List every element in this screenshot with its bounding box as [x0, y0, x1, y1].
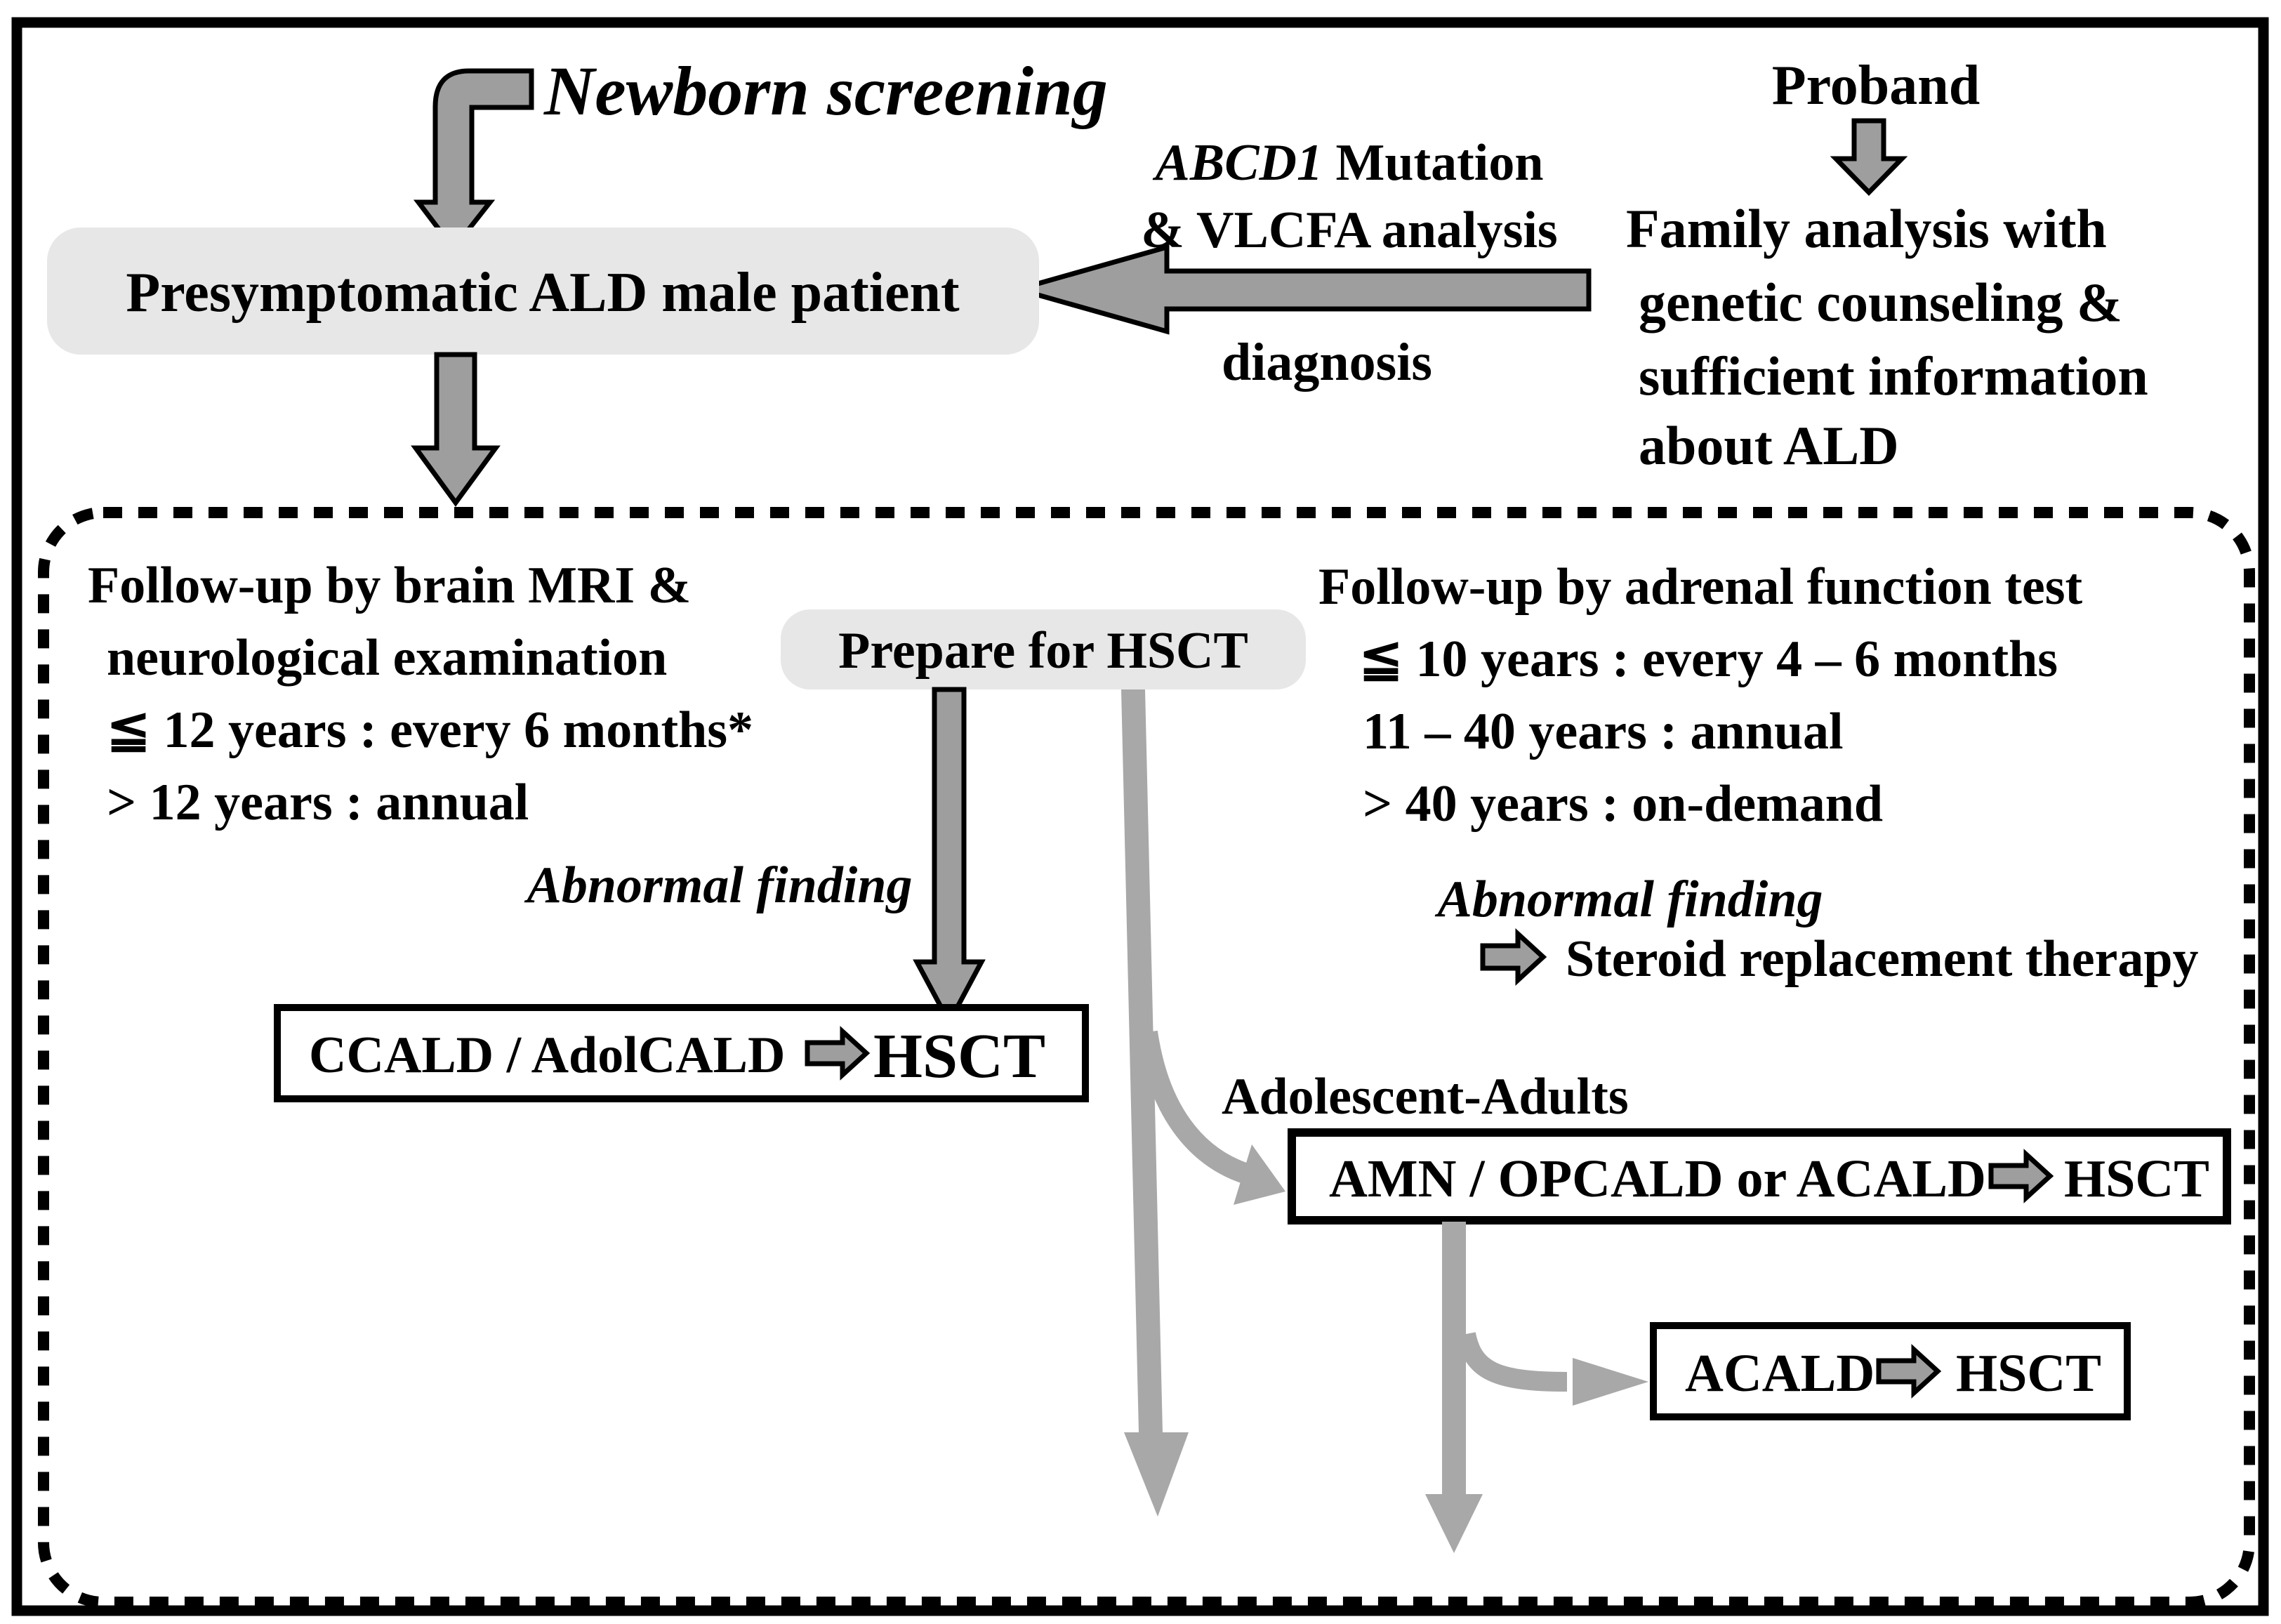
family-analysis-line: Family analysis with: [1626, 198, 2107, 259]
adolescent-adults-label: Adolescent-Adults: [1222, 1068, 1629, 1125]
ccald-result-arrow-icon: [805, 1026, 871, 1081]
abcd1-gene-name: ABCD1: [1152, 134, 1323, 192]
proband-label: Proband: [1772, 55, 1980, 117]
family-analysis-line: genetic counseling &: [1639, 272, 2122, 333]
mri-followup-line: ≦ 12 years : every 6 months*: [107, 701, 753, 759]
mri-followup-line: > 12 years : annual: [107, 774, 529, 831]
amn-result-label: HSCT: [2064, 1149, 2209, 1208]
newborn-to-presymptomatic-arrow-icon: [413, 68, 534, 253]
adrenal-followup-line: 11 – 40 years : annual: [1363, 703, 1844, 760]
ccald-label: CCALD / AdolCALD: [309, 1026, 785, 1084]
mri-followup-line: neurological examination: [107, 629, 667, 687]
steroid-arrow-icon: [1480, 928, 1547, 986]
outer-border: [11, 17, 2269, 1616]
presymptomatic-to-followup-arrow-icon: [411, 352, 501, 507]
branch-to-acald-curve: [1456, 1331, 1568, 1392]
branch-to-amn-curve: [1137, 1030, 1250, 1184]
adrenal-followup-block: Follow-up by adrenal function test ≦ 10 …: [1318, 558, 2083, 833]
prepare-hsct-box: [781, 609, 1306, 689]
ccald-box: [274, 1004, 1089, 1102]
followup-dashed-box: [38, 507, 2255, 1608]
diagnosis-label: diagnosis: [1222, 333, 1432, 392]
adrenal-followup-line: Follow-up by adrenal function test: [1318, 558, 2083, 616]
family-analysis-line: sufficient information: [1639, 345, 2148, 407]
abnormal-finding-right-label: Abnormal finding: [1434, 871, 1823, 928]
presymptomatic-box: [47, 227, 1039, 355]
ccald-result-label: HSCT: [873, 1022, 1045, 1091]
proband-to-family-arrow-icon: [1830, 118, 1908, 197]
amn-result-arrow-icon: [1988, 1149, 2054, 1203]
steroid-therapy-label: Steroid replacement therapy: [1566, 930, 2199, 988]
family-analysis-line: about ALD: [1639, 415, 1899, 476]
prepare-to-bottom-long-arrow-icon: [1121, 689, 1189, 1517]
acald-box: [1650, 1322, 2131, 1420]
amn-down-arrow-icon: [1425, 1222, 1483, 1553]
amn-box: [1288, 1128, 2231, 1224]
prepare-hsct-label: Prepare for HSCT: [838, 622, 1248, 680]
family-analysis-block: Family analysis with genetic counseling …: [1626, 198, 2148, 476]
branch-to-acald-arrowhead-icon: [1573, 1358, 1648, 1406]
branch-to-amn-arrowhead-icon: [1234, 1144, 1285, 1205]
prepare-to-ccald-arrow-icon: [913, 687, 986, 1028]
mri-followup-block: Follow-up by brain MRI & neurological ex…: [88, 557, 753, 831]
vlcfa-analysis-label: & VLCFA analysis: [1141, 202, 1557, 259]
acald-result-label: HSCT: [1956, 1344, 2101, 1403]
diagnosis-arrow-icon: [1009, 244, 1592, 335]
adrenal-followup-line: ≦ 10 years : every 4 – 6 months: [1359, 631, 2058, 688]
abnormal-finding-left-label: Abnormal finding: [524, 857, 912, 914]
mutation-text: Mutation: [1323, 134, 1544, 192]
amn-label: AMN / OPCALD or ACALD: [1329, 1149, 1986, 1208]
adrenal-followup-line: > 40 years : on-demand: [1363, 775, 1883, 833]
acald-label: ACALD: [1685, 1344, 1875, 1403]
newborn-screening-title: Newborn screening: [543, 52, 1108, 130]
presymptomatic-label: Presymptomatic ALD male patient: [126, 262, 960, 324]
mri-followup-line: Follow-up by brain MRI &: [88, 557, 691, 614]
abcd1-mutation-label: ABCD1 Mutation: [1152, 134, 1543, 192]
acald-result-arrow-icon: [1876, 1344, 1942, 1399]
